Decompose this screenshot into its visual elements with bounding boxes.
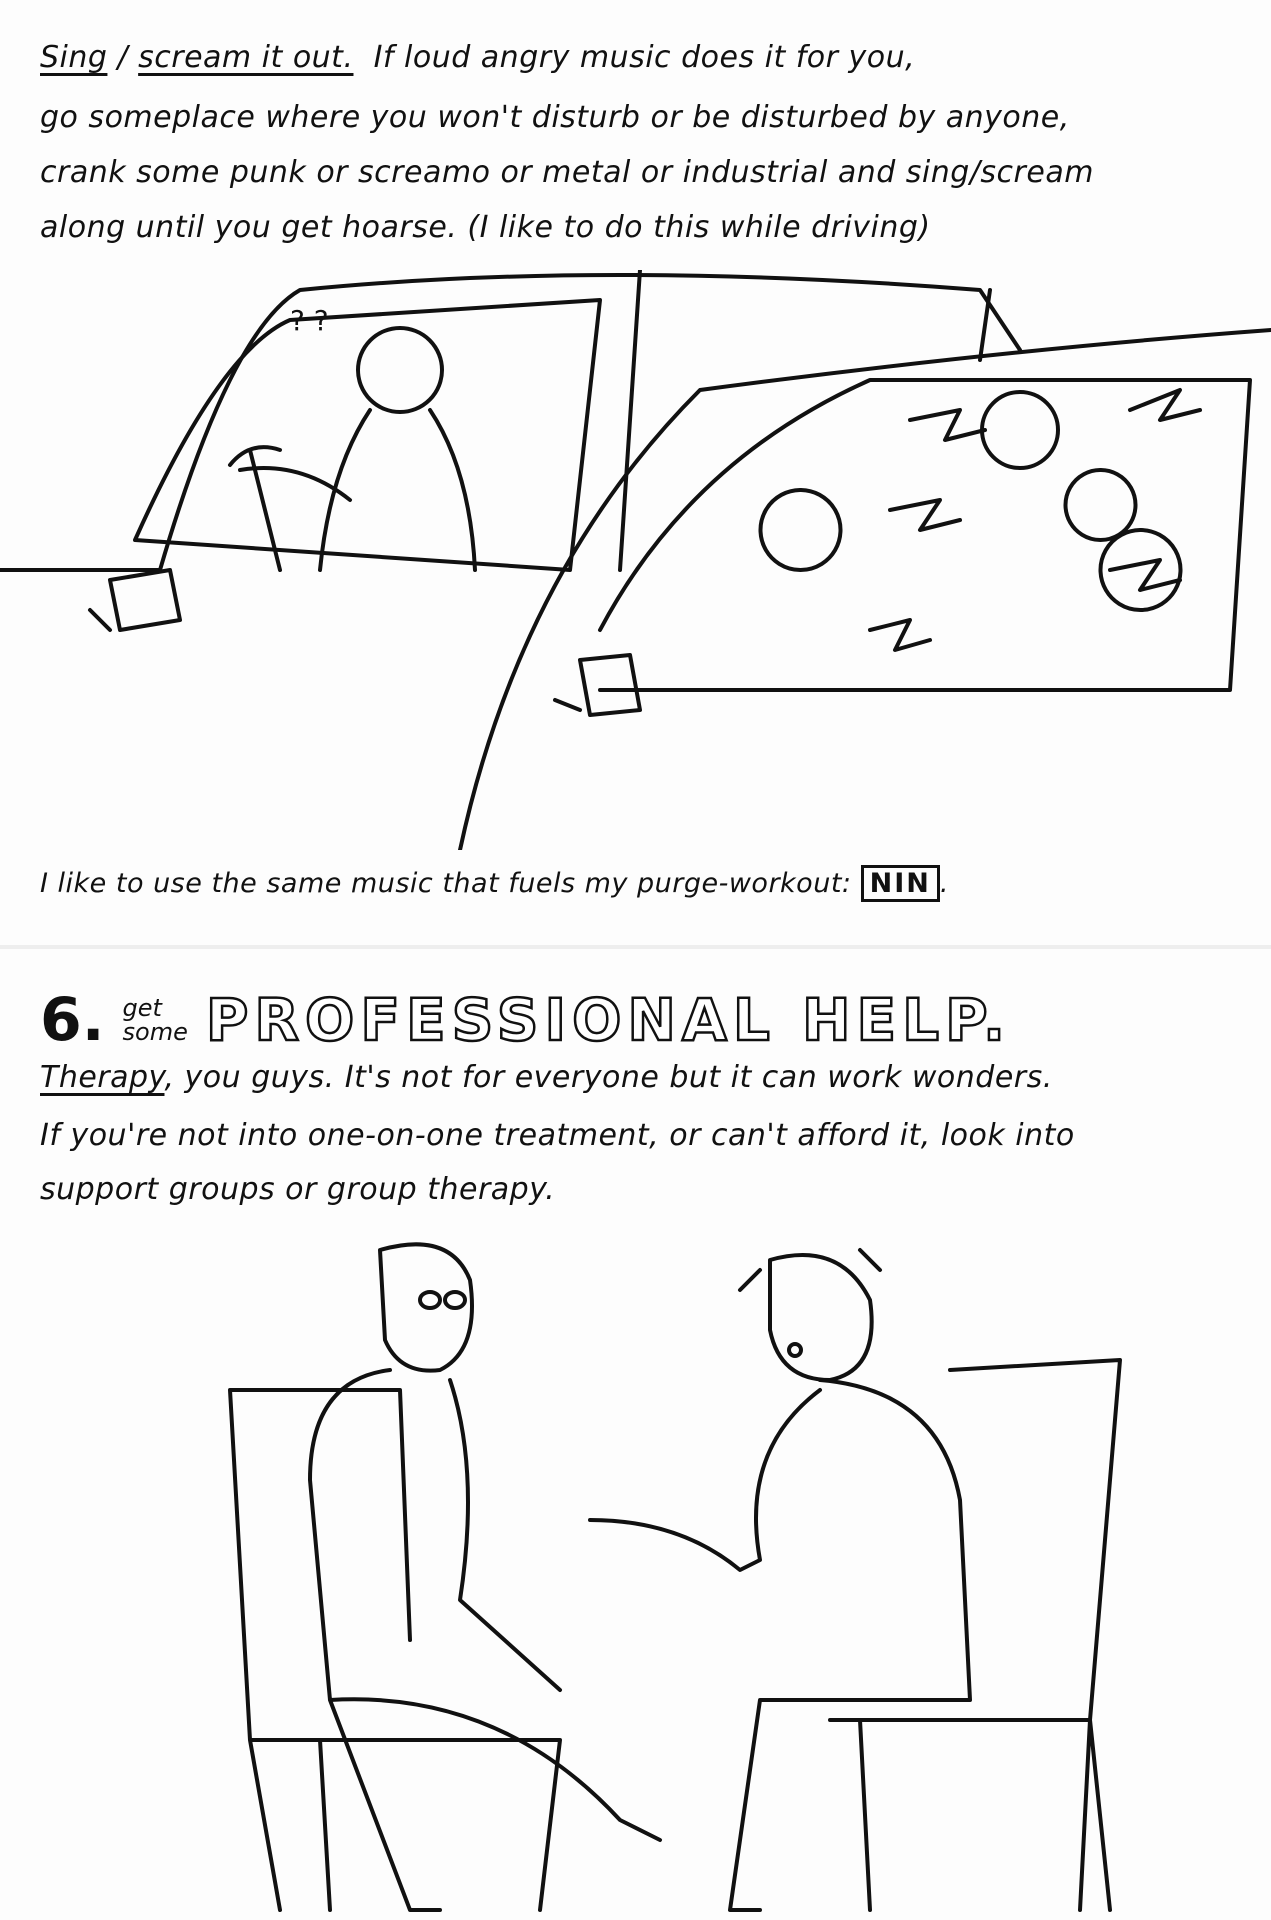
cars-illustration: ? ?: [0, 270, 1271, 850]
text-line: support groups or group therapy.: [40, 1172, 556, 1207]
band-logo: NIN: [860, 865, 940, 902]
speakers: [758, 468, 1183, 612]
steering-wheel: [228, 445, 282, 572]
therapy-word: Therapy: [40, 1060, 165, 1095]
client-mouth: [787, 1342, 803, 1358]
driver-head: [356, 326, 444, 414]
text: If loud angry music does it for you,: [373, 40, 916, 75]
lightning-bolts: [868, 388, 1202, 652]
text-line: along until you get hoarse. (I like to d…: [40, 210, 931, 245]
client-head: [738, 1248, 882, 1382]
title-sing: Sing: [40, 40, 108, 75]
chair-right: [828, 1358, 1122, 1912]
text-line: crank some punk or screamo or metal or i…: [40, 155, 1094, 190]
music-note-line: I like to use the same music that fuels …: [40, 865, 949, 902]
title-scream: scream it out.: [138, 40, 354, 75]
chair-left: [228, 1388, 562, 1912]
text-line: Therapy, you guys. It's not for everyone…: [40, 1060, 1053, 1095]
text-line: Sing / scream it out. If loud angry musi…: [40, 40, 915, 75]
singer-head: [980, 390, 1060, 470]
text-line: If you're not into one-on-one treatment,…: [40, 1118, 1075, 1153]
car-right-window: [598, 378, 1252, 692]
section-heading: 6. get some PROFESSIONAL HELP.: [40, 985, 1012, 1056]
text: I like to use the same music that fuels …: [40, 868, 852, 899]
section-title: PROFESSIONAL HELP.: [205, 985, 1012, 1056]
text: some: [122, 1018, 188, 1046]
page-divider: [0, 945, 1271, 949]
question-marks: ? ?: [290, 304, 329, 337]
client-body: [588, 1378, 972, 1912]
car-left-window: [133, 298, 602, 572]
therapist-head: [378, 1242, 474, 1373]
car-left: [0, 273, 1022, 572]
get-some: get some: [123, 996, 188, 1044]
mirror-right: [553, 653, 642, 717]
text-line: go someplace where you won't disturb or …: [40, 100, 1070, 135]
mirror-left: [88, 568, 182, 632]
car-right: [458, 328, 1271, 850]
text: .: [939, 868, 949, 899]
therapist-body: [308, 1368, 662, 1912]
separator: /: [107, 40, 139, 75]
text: get: [122, 994, 162, 1022]
glasses: [418, 1290, 467, 1310]
section-number: 6.: [40, 985, 105, 1055]
text: , you guys. It's not for everyone but it…: [164, 1060, 1053, 1095]
car-right-door: [618, 270, 992, 572]
therapy-illustration: [228, 1242, 1122, 1912]
